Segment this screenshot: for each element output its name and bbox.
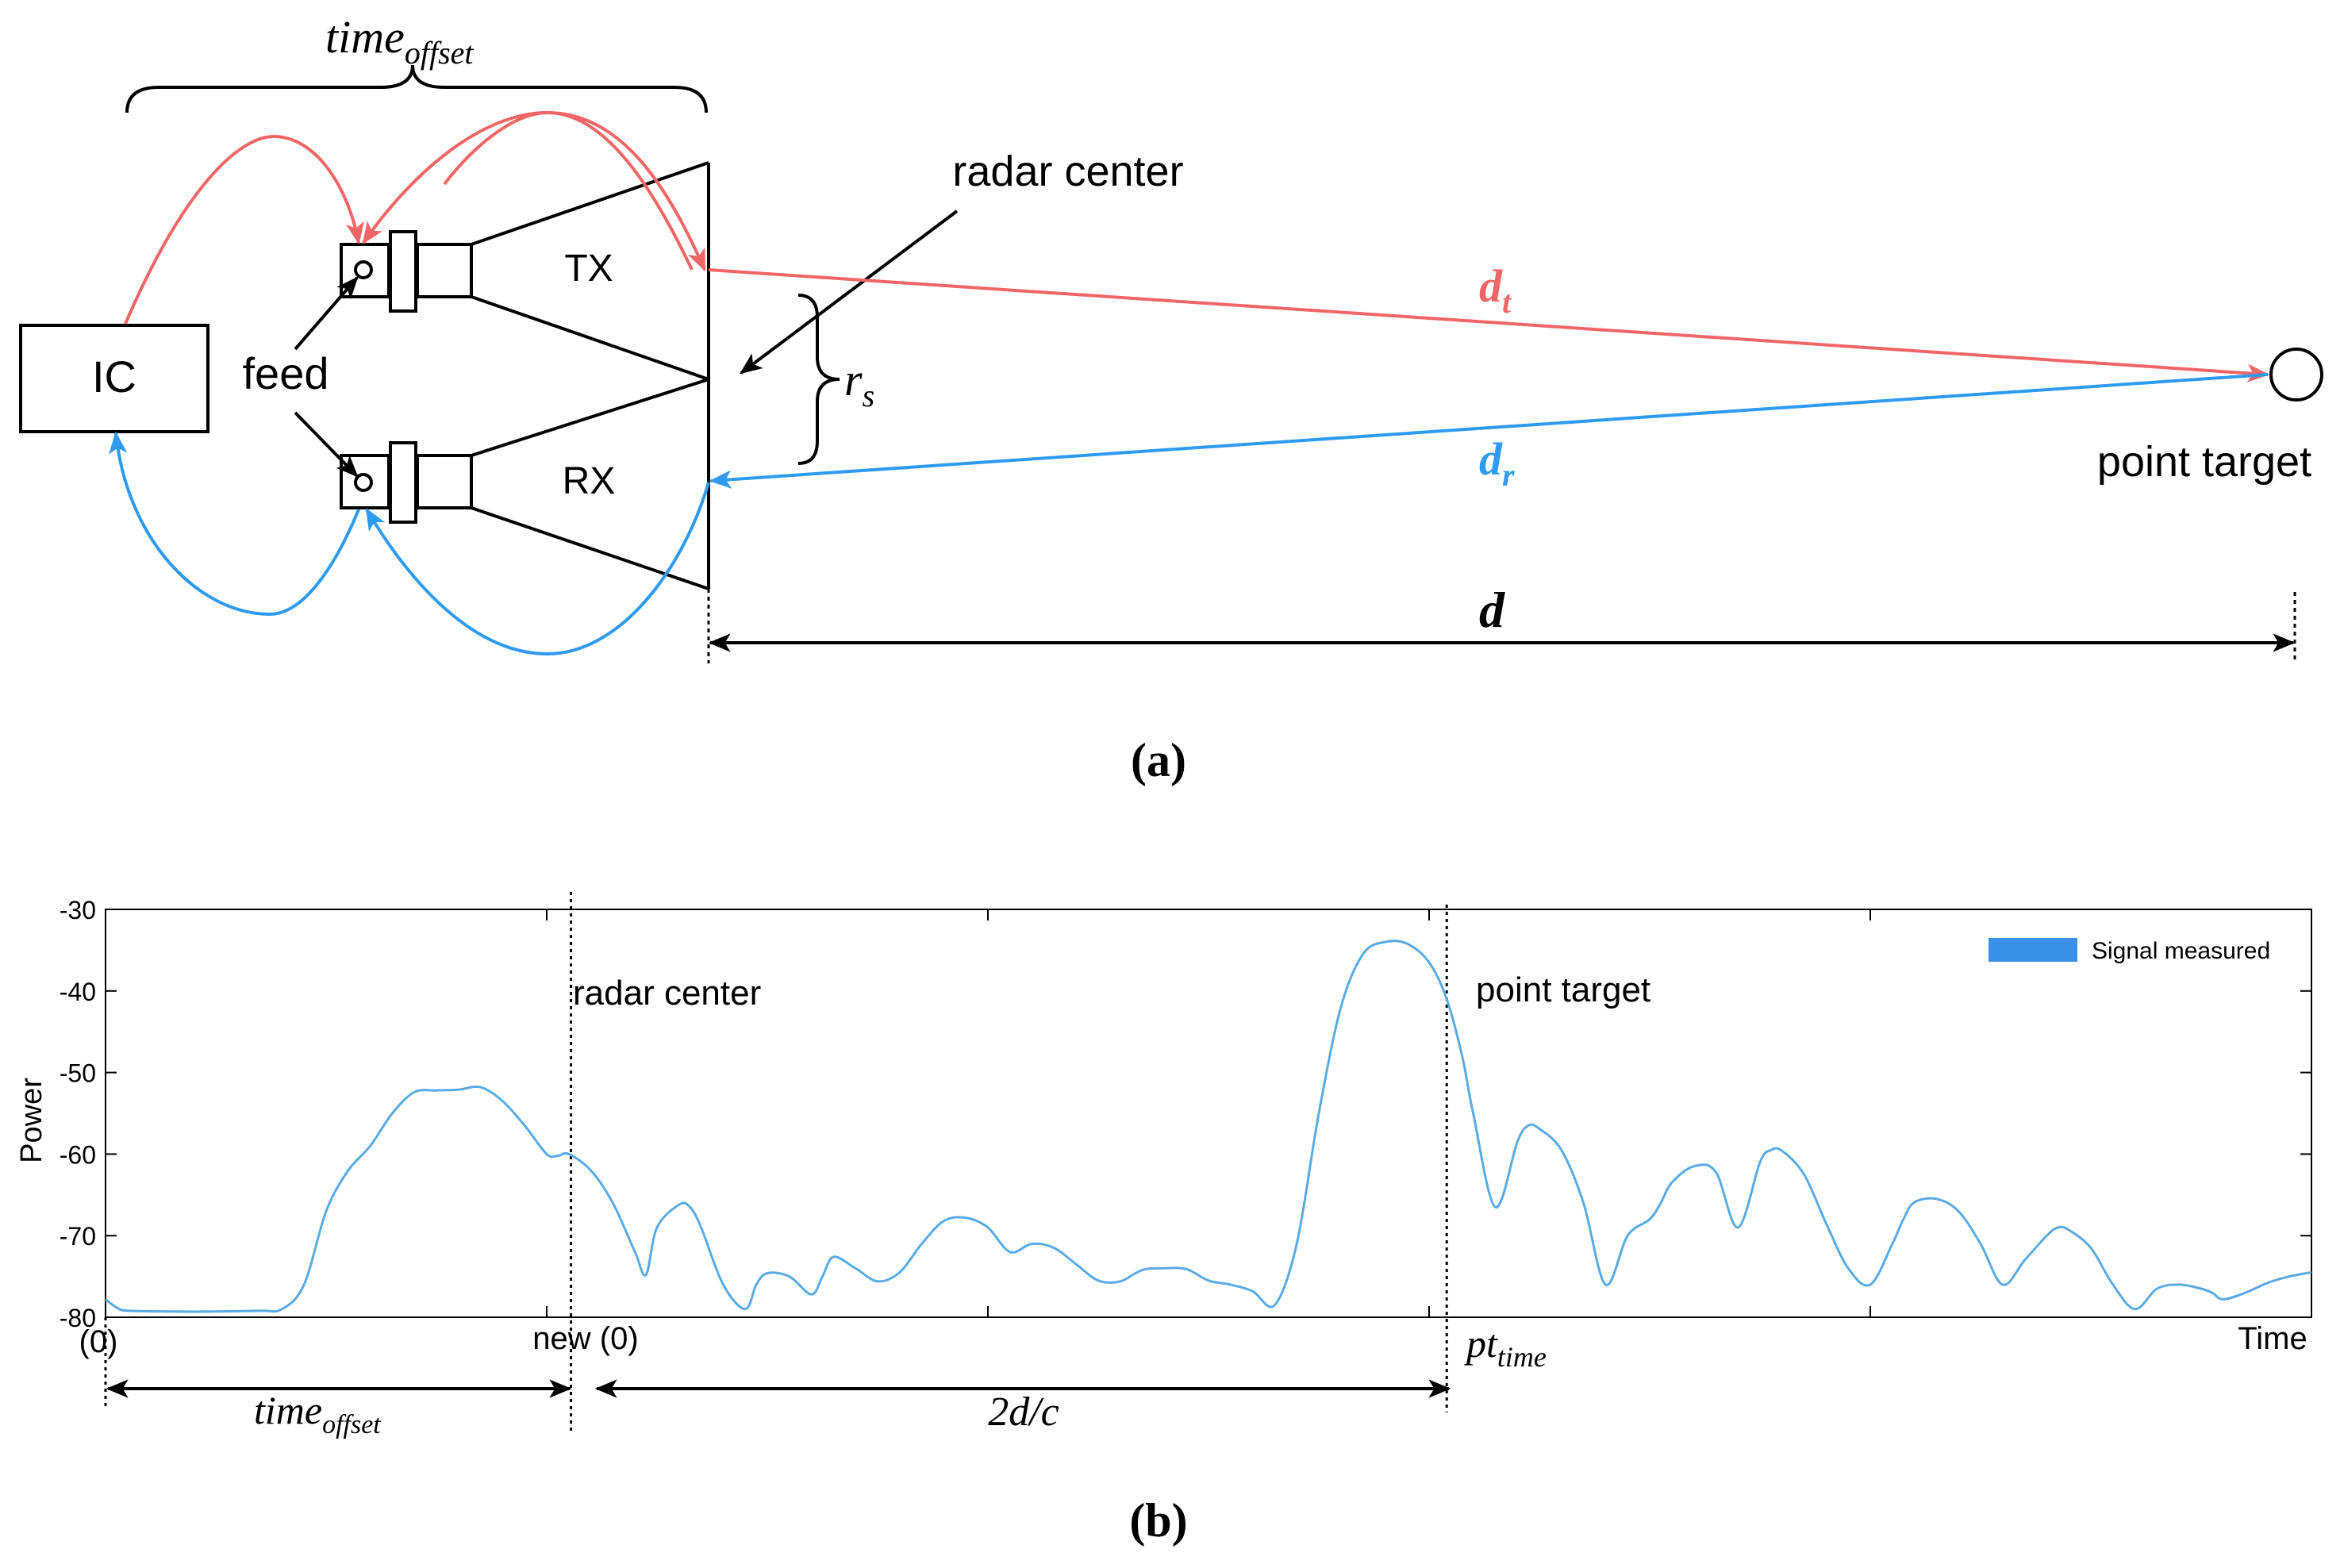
point-target-circle — [2269, 348, 2323, 402]
marker-radar-center-label: radar center — [573, 974, 761, 1013]
legend-swatch — [1989, 938, 2077, 962]
feed-arrow-tx — [294, 276, 359, 351]
tick-new-zero-label: new (0) — [532, 1321, 638, 1356]
y-tick-label: -30 — [60, 896, 96, 924]
panel-a: timeoffset IC TX RX feed — [19, 11, 2323, 786]
rs-brace — [797, 294, 840, 465]
rx-feed — [340, 441, 473, 524]
marker-point-target-label: point target — [1476, 970, 1650, 1009]
tx-path-ic-to-feed — [124, 134, 364, 325]
tx-feed — [340, 230, 473, 313]
span-2dc-label: 2d/c — [988, 1389, 1059, 1435]
tick-zero-label: (0) — [79, 1324, 118, 1359]
y-axis-label: Power — [15, 1078, 48, 1163]
y-tick-label: -70 — [60, 1222, 96, 1251]
x-ticks — [546, 909, 1871, 1317]
rx-path-feed-to-ic — [109, 431, 360, 617]
tx-horn — [471, 161, 709, 381]
time-offset-label: timeoffset — [325, 11, 474, 71]
panel-b: -30 -40 -50 -60 -70 -80 Power Time radar cent… — [15, 892, 2312, 1547]
y-tick-label: -40 — [60, 978, 96, 1006]
caption-b: (b) — [1129, 1494, 1187, 1547]
feed-arrow-rx — [294, 411, 359, 478]
radar-center-label: radar center — [952, 148, 1183, 195]
rs-label: rs — [844, 354, 874, 413]
caption-a: (a) — [1131, 734, 1186, 786]
ic-box — [19, 324, 209, 433]
dr-path — [709, 373, 2269, 489]
time-offset-brace — [125, 64, 708, 113]
rx-path-aperture-to-feed — [365, 482, 710, 656]
tx-label: TX — [564, 248, 613, 290]
x-axis-label: Time — [2238, 1321, 2307, 1356]
y-tick-label: -60 — [60, 1140, 96, 1169]
legend-label: Signal measured — [2092, 938, 2270, 964]
dt-label: dt — [1479, 260, 1512, 320]
d-label: d — [1479, 582, 1505, 638]
dr-label: dr — [1479, 433, 1515, 493]
rx-label: RX — [563, 460, 616, 502]
y-tick-label: -80 — [60, 1304, 96, 1332]
y-tick-label: -50 — [60, 1059, 96, 1088]
span-offset-label: timeoffset — [254, 1388, 382, 1439]
series-signal-measured — [105, 940, 2312, 1313]
tx-path-feed-to-aperture — [443, 110, 706, 272]
ic-label: IC — [92, 352, 136, 402]
radar-center-arrow — [740, 209, 959, 375]
point-target-label: point target — [2097, 438, 2311, 486]
feed-label: feed — [243, 348, 329, 398]
plot-frame — [105, 909, 2312, 1318]
tick-pt-time-label: pttime — [1464, 1321, 1547, 1373]
dt-path — [708, 268, 2270, 382]
y-ticks: -30 -40 -50 -60 -70 -80 — [60, 896, 2311, 1332]
rx-horn — [471, 378, 709, 590]
